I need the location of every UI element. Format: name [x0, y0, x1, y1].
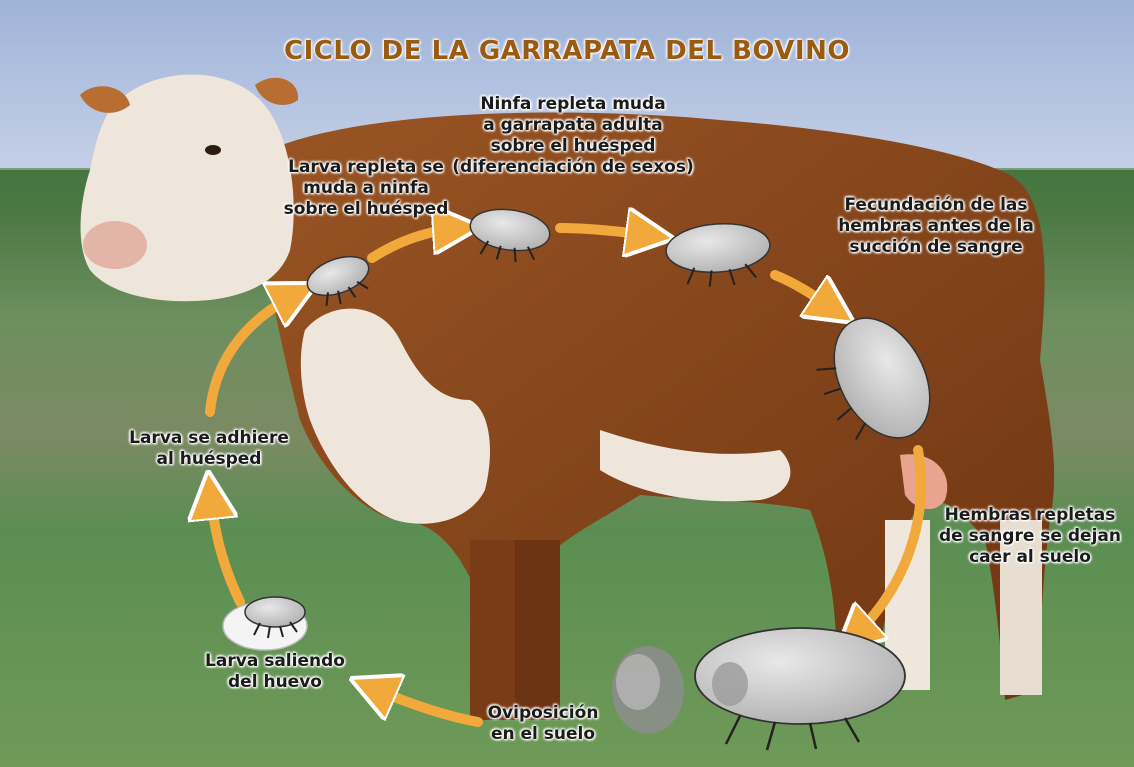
label-line: (diferenciación de sexos) [448, 157, 698, 178]
label-fecundacion: Fecundación de las hembras antes de la s… [831, 195, 1041, 258]
label-line: Larva repleta se [276, 157, 456, 178]
label-line: Fecundación de las [831, 195, 1041, 216]
label-oviposicion: Oviposición en el suelo [473, 703, 613, 745]
label-line: Oviposición [473, 703, 613, 724]
label-ninfa-muda: Ninfa repleta muda a garrapata adulta so… [448, 94, 698, 178]
cow-eye [205, 145, 221, 155]
label-line: caer al suelo [930, 547, 1130, 568]
label-line: sobre el huésped [448, 136, 698, 157]
label-larva-adhiere: Larva se adhiere al huésped [119, 428, 299, 470]
label-line: al huésped [119, 449, 299, 470]
label-line: Ninfa repleta muda [448, 94, 698, 115]
label-line: Larva saliendo [195, 651, 355, 672]
label-larva-saliendo: Larva saliendo del huevo [195, 651, 355, 693]
label-line: sobre el huésped [276, 199, 456, 220]
label-hembras-caen: Hembras repletas de sangre se dejan caer… [930, 505, 1130, 568]
label-line: Hembras repletas [930, 505, 1130, 526]
label-line: succión de sangre [831, 237, 1041, 258]
label-line: en el suelo [473, 724, 613, 745]
cow-leg-front [470, 540, 515, 720]
label-larva-repleta: Larva repleta se muda a ninfa sobre el h… [276, 157, 456, 220]
cow-leg-front-2 [515, 540, 560, 715]
cow-muzzle [83, 221, 147, 269]
label-line: Larva se adhiere [119, 428, 299, 449]
label-line: del huevo [195, 672, 355, 693]
diagram-title: CICLO DE LA GARRAPATA DEL BOVINO [0, 36, 1134, 66]
label-line: a garrapata adulta [448, 115, 698, 136]
label-line: muda a ninfa [276, 178, 456, 199]
label-line: hembras antes de la [831, 216, 1041, 237]
label-line: de sangre se dejan [930, 526, 1130, 547]
tick-eggs [612, 646, 684, 734]
